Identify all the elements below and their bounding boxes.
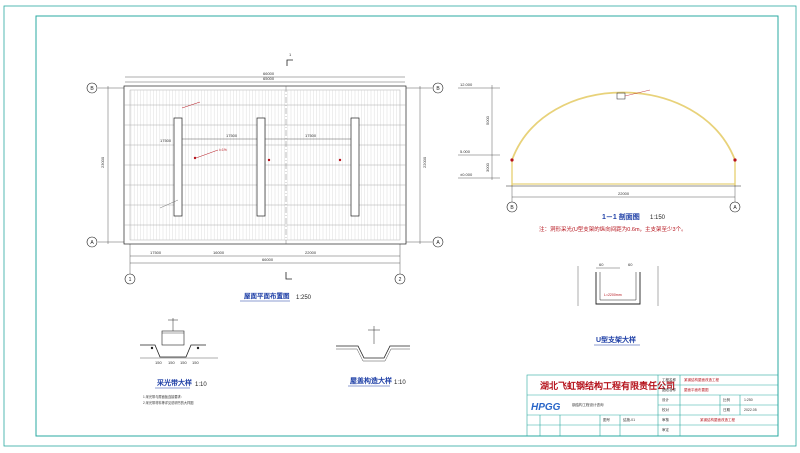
u-dim-1: 60 bbox=[599, 262, 604, 267]
detail2-scale: 1:10 bbox=[394, 380, 406, 386]
section-mark-top: 1 bbox=[289, 52, 292, 57]
company-name: 湖北飞虹钢结构工程有限责任公司 bbox=[540, 380, 675, 391]
detail2-title: 屋盖构造大样 bbox=[350, 376, 392, 385]
dim-top-2: 65000 bbox=[263, 76, 275, 81]
section-1-1: 12.000 5.000 ±0.000 5000 3000 22000 B A … bbox=[458, 82, 741, 233]
arch-roof bbox=[511, 91, 736, 161]
skylight-strip-3 bbox=[350, 117, 360, 217]
section-note: 注：洞形采光(U型支架的纵向间距为0.6m，主支架至少3个。 bbox=[539, 225, 687, 233]
detail1-title: 采光带大样 bbox=[156, 378, 192, 387]
sheet-value: 结施-01 bbox=[623, 417, 635, 422]
axis-bottom-2: 2 bbox=[399, 277, 402, 283]
section-title: 1－1 剖面图 bbox=[602, 212, 640, 221]
height-dim-2: 3000 bbox=[485, 162, 490, 172]
height-top: 12.000 bbox=[460, 82, 473, 87]
dim-right: 22000 bbox=[422, 156, 427, 168]
dim-bottom-2: 16000 bbox=[213, 250, 225, 255]
u-detail-title: U型支架大样 bbox=[596, 335, 636, 344]
u-bracket-detail: 60 60 L=2200mm U型支架大样 bbox=[577, 262, 659, 346]
slope-note: i=1% bbox=[219, 148, 227, 152]
row-approve: 审定 bbox=[662, 427, 670, 432]
dim-inner-3: 17500 bbox=[160, 138, 172, 143]
project-label: 工程名称 bbox=[662, 377, 676, 382]
detail1-scale: 1:10 bbox=[195, 382, 207, 388]
skylight-strip-1 bbox=[173, 117, 183, 217]
detail1-note-2: 2.采光带材料等详见说明书的大样图 bbox=[143, 400, 193, 405]
u-dim-2: 60 bbox=[628, 262, 633, 267]
outer-frame bbox=[3, 5, 797, 447]
dim-bottom-1: 17500 bbox=[150, 250, 162, 255]
detail1-note-1: 1.采光带与屋面板连接要求： bbox=[143, 394, 184, 399]
dim-bottom-total: 66000 bbox=[262, 257, 274, 262]
project-value-2: 某钢结构屋面改造工程 bbox=[700, 417, 735, 422]
row-review: 审核 bbox=[662, 417, 670, 422]
section-span: 22000 bbox=[618, 191, 630, 196]
dim-left: 23000 bbox=[100, 156, 105, 168]
roof-construction-detail: 屋盖构造大样 1:10 bbox=[336, 326, 410, 387]
detail1-dim-3: 150 bbox=[180, 360, 187, 365]
axis-right-bottom: A bbox=[436, 240, 440, 246]
drawing-label: 图纸名称 bbox=[662, 387, 676, 392]
dim-top-1: 66000 bbox=[263, 71, 275, 76]
plan-scale: 1:250 bbox=[296, 295, 312, 301]
date-label: 日期 bbox=[723, 407, 731, 412]
drawing-value: 屋面平面布置图 bbox=[684, 387, 709, 392]
row-check: 校对 bbox=[662, 407, 670, 412]
u-dim-length: L=2200mm bbox=[604, 293, 622, 297]
detail1-dim-2: 150 bbox=[168, 360, 175, 365]
company-logo: HPGG bbox=[531, 402, 561, 413]
row-design: 设计 bbox=[662, 397, 670, 402]
section-axis-right: A bbox=[733, 205, 737, 211]
scale-label: 比例 bbox=[723, 397, 731, 402]
roof-plan: 66000 65000 1 17500 17500 1750 bbox=[86, 52, 444, 302]
project-value: 某钢结构屋面改造工程 bbox=[684, 377, 719, 382]
detail1-dim-1: 150 bbox=[155, 360, 162, 365]
height-dim-1: 5000 bbox=[485, 115, 490, 125]
axis-left-bottom: A bbox=[90, 240, 94, 246]
dim-bottom-3: 22000 bbox=[305, 250, 317, 255]
height-base: ±0.000 bbox=[460, 172, 473, 177]
company-address: 钢结构工程设计咨询 bbox=[572, 402, 604, 407]
scale-value: 1:250 bbox=[744, 398, 753, 402]
axis-right-top: B bbox=[436, 86, 440, 92]
skylight-strip-2 bbox=[256, 117, 266, 217]
dim-inner-2: 17500 bbox=[305, 133, 317, 138]
axis-left-top: B bbox=[90, 86, 94, 92]
dim-inner-1: 17500 bbox=[226, 133, 238, 138]
title-block bbox=[526, 374, 779, 437]
plan-title: 屋面平面布置图 bbox=[244, 291, 290, 300]
date-value: 2022.05 bbox=[744, 408, 757, 412]
section-axis-left: B bbox=[510, 205, 514, 211]
detail1-dim-4: 150 bbox=[192, 360, 199, 365]
height-mid: 5.000 bbox=[460, 149, 471, 154]
inner-frame bbox=[35, 15, 779, 437]
skylight-detail: 150 150 150 150 采光带大样 1:10 1.采光带与屋面板连接要求… bbox=[140, 318, 218, 405]
sheet-label: 图号 bbox=[603, 417, 611, 422]
section-scale: 1:150 bbox=[650, 215, 666, 221]
axis-bottom-1: 1 bbox=[129, 277, 132, 283]
